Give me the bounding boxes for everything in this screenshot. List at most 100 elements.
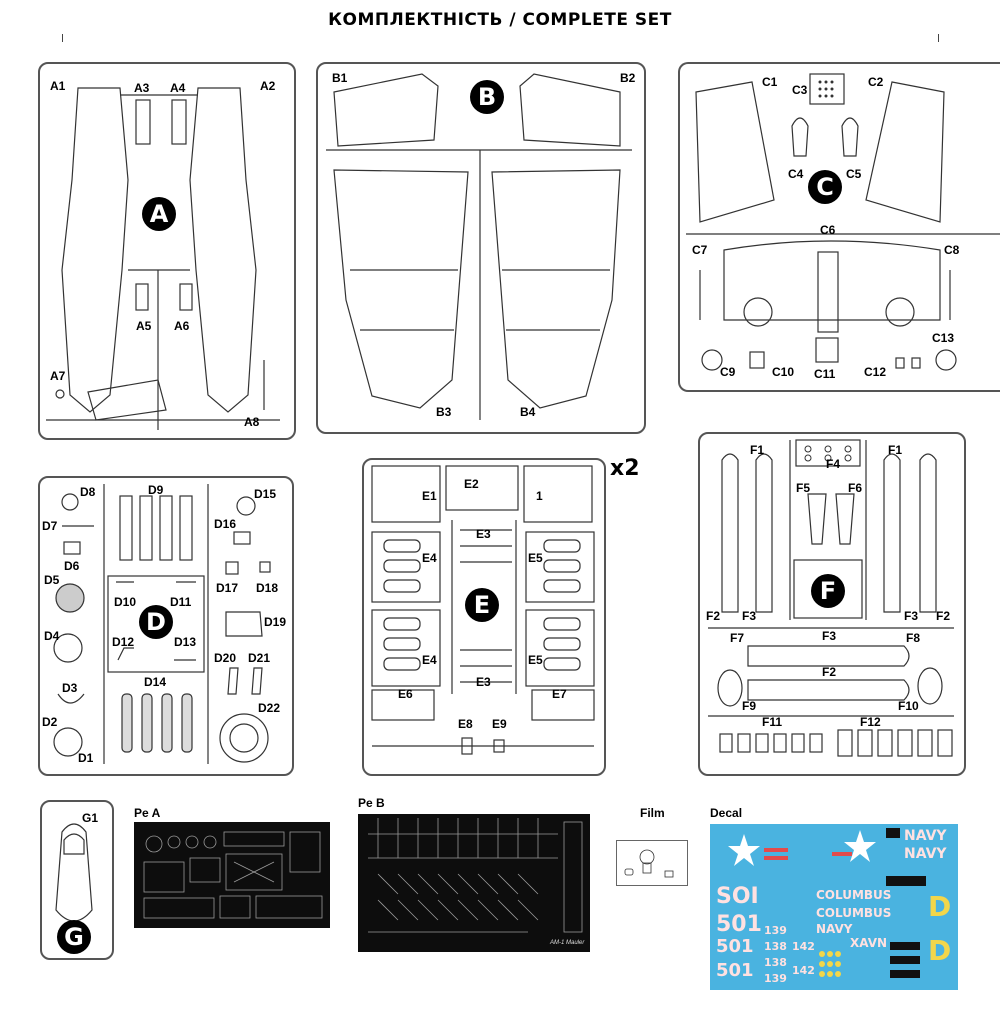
- part-label-c10: C10: [772, 365, 795, 379]
- corner-tick: [938, 34, 939, 42]
- part-label-f3-lower: F3: [822, 629, 837, 643]
- decal-d-1: D: [928, 890, 952, 923]
- decal-navy-2: NAVY: [904, 846, 947, 862]
- part-label-b4: B4: [520, 405, 536, 419]
- part-label-f12: F12: [860, 715, 881, 729]
- decal-501-1: 501: [716, 912, 762, 937]
- part-label-e3: E3: [476, 527, 491, 541]
- pe-b-sheet: [358, 814, 590, 952]
- part-label-d22: D22: [258, 701, 281, 715]
- part-label-f6: F6: [848, 481, 863, 495]
- sprue-letter-b: B: [470, 80, 504, 114]
- part-label-e5: E5: [528, 551, 543, 565]
- decal-138-1: 138: [764, 940, 787, 953]
- pe-a-detail: [143, 831, 323, 919]
- pe-a-sheet: [134, 822, 330, 928]
- decal-139-2: 139: [764, 972, 787, 985]
- part-label-c2: C2: [868, 75, 884, 89]
- part-label-e5-lower: E5: [528, 653, 543, 667]
- decal-soi: SOI: [716, 884, 759, 909]
- part-label-a7: A7: [50, 369, 66, 383]
- pe-a-label: Pe A: [134, 806, 161, 820]
- decal-insignia: [728, 828, 926, 978]
- decal-142-1: 142: [792, 940, 815, 953]
- pe-b-caption: AM-1 Mauler: [550, 940, 585, 946]
- decal-139-1: 139: [764, 924, 787, 937]
- part-label-d4: D4: [44, 629, 60, 643]
- part-label-d20: D20: [214, 651, 237, 665]
- part-label-c1: C1: [762, 75, 778, 89]
- decal-501-2: 501: [716, 936, 754, 957]
- decal-navy-mirror: XAVN: [850, 936, 888, 950]
- quantity-multiplier: x2: [610, 456, 640, 481]
- sprue-b: [316, 62, 646, 434]
- part-label-d6: D6: [64, 559, 80, 573]
- decal-navy-1: NAVY: [904, 828, 947, 844]
- sprue-letter-c: C: [808, 170, 842, 204]
- part-label-c12: C12: [864, 365, 887, 379]
- decal-columbus-2: COLUMBUS: [816, 906, 892, 920]
- part-label-f5: F5: [796, 481, 811, 495]
- part-label-f2-lower: F2: [822, 665, 837, 679]
- part-label-f8: F8: [906, 631, 921, 645]
- part-label-f11: F11: [762, 715, 783, 729]
- part-label-a8: A8: [244, 415, 260, 429]
- sprue-a: [38, 62, 296, 440]
- film-detail: [624, 849, 674, 878]
- part-label-c11: C11: [814, 367, 836, 381]
- part-label-c9: C9: [720, 365, 736, 379]
- sprue-letter-d: D: [139, 605, 173, 639]
- part-label-d1: D1: [78, 751, 94, 765]
- part-label-d18: D18: [256, 581, 279, 595]
- part-label-e3-lower: E3: [476, 675, 491, 689]
- part-label-c5: C5: [846, 167, 862, 181]
- sprue-letter-e: E: [465, 588, 499, 622]
- part-label-e4: E4: [422, 551, 437, 565]
- part-label-d3: D3: [62, 681, 78, 695]
- part-label-e8: E8: [458, 717, 473, 731]
- decal-navy-3: NAVY: [816, 922, 853, 936]
- sprue-letter-f: F: [811, 574, 845, 608]
- pe-b-label: Pe B: [358, 796, 385, 810]
- pe-b-detail: [368, 818, 583, 933]
- part-label-c6: C6: [820, 223, 836, 237]
- part-label-d9: D9: [148, 483, 164, 497]
- decal-142-2: 142: [792, 964, 815, 977]
- part-label-a1: A1: [50, 79, 66, 93]
- part-label-d8: D8: [80, 485, 96, 499]
- part-label-d19: D19: [264, 615, 287, 629]
- decal-label: Decal: [710, 806, 743, 820]
- part-label-a2: A2: [260, 79, 276, 93]
- part-label-e1-mirror: 1: [536, 489, 543, 503]
- corner-tick: [62, 34, 63, 42]
- part-label-f9: F9: [742, 699, 757, 713]
- part-label-f1: F1: [750, 443, 765, 457]
- part-label-d11: D11: [170, 595, 192, 609]
- film-label: Film: [640, 806, 665, 820]
- part-label-f4: F4: [826, 457, 841, 471]
- part-label-e4-lower: E4: [422, 653, 437, 667]
- part-label-e2: E2: [464, 477, 479, 491]
- film-sheet: [616, 840, 688, 886]
- part-label-b2: B2: [620, 71, 636, 85]
- part-label-d12: D12: [112, 635, 135, 649]
- part-label-c7: C7: [692, 243, 708, 257]
- part-label-e1: E1: [422, 489, 437, 503]
- part-label-c3: C3: [792, 83, 808, 97]
- decal-d-2: D: [928, 934, 952, 967]
- part-label-d16: D16: [214, 517, 237, 531]
- part-label-e7: E7: [552, 687, 567, 701]
- part-label-c13: C13: [932, 331, 955, 345]
- part-label-c4: C4: [788, 167, 804, 181]
- part-label-a6: A6: [174, 319, 190, 333]
- part-label-f3-right: F3: [904, 609, 919, 623]
- part-label-f1-right: F1: [888, 443, 903, 457]
- part-label-d10: D10: [114, 595, 137, 609]
- part-label-f2-right: F2: [936, 609, 951, 623]
